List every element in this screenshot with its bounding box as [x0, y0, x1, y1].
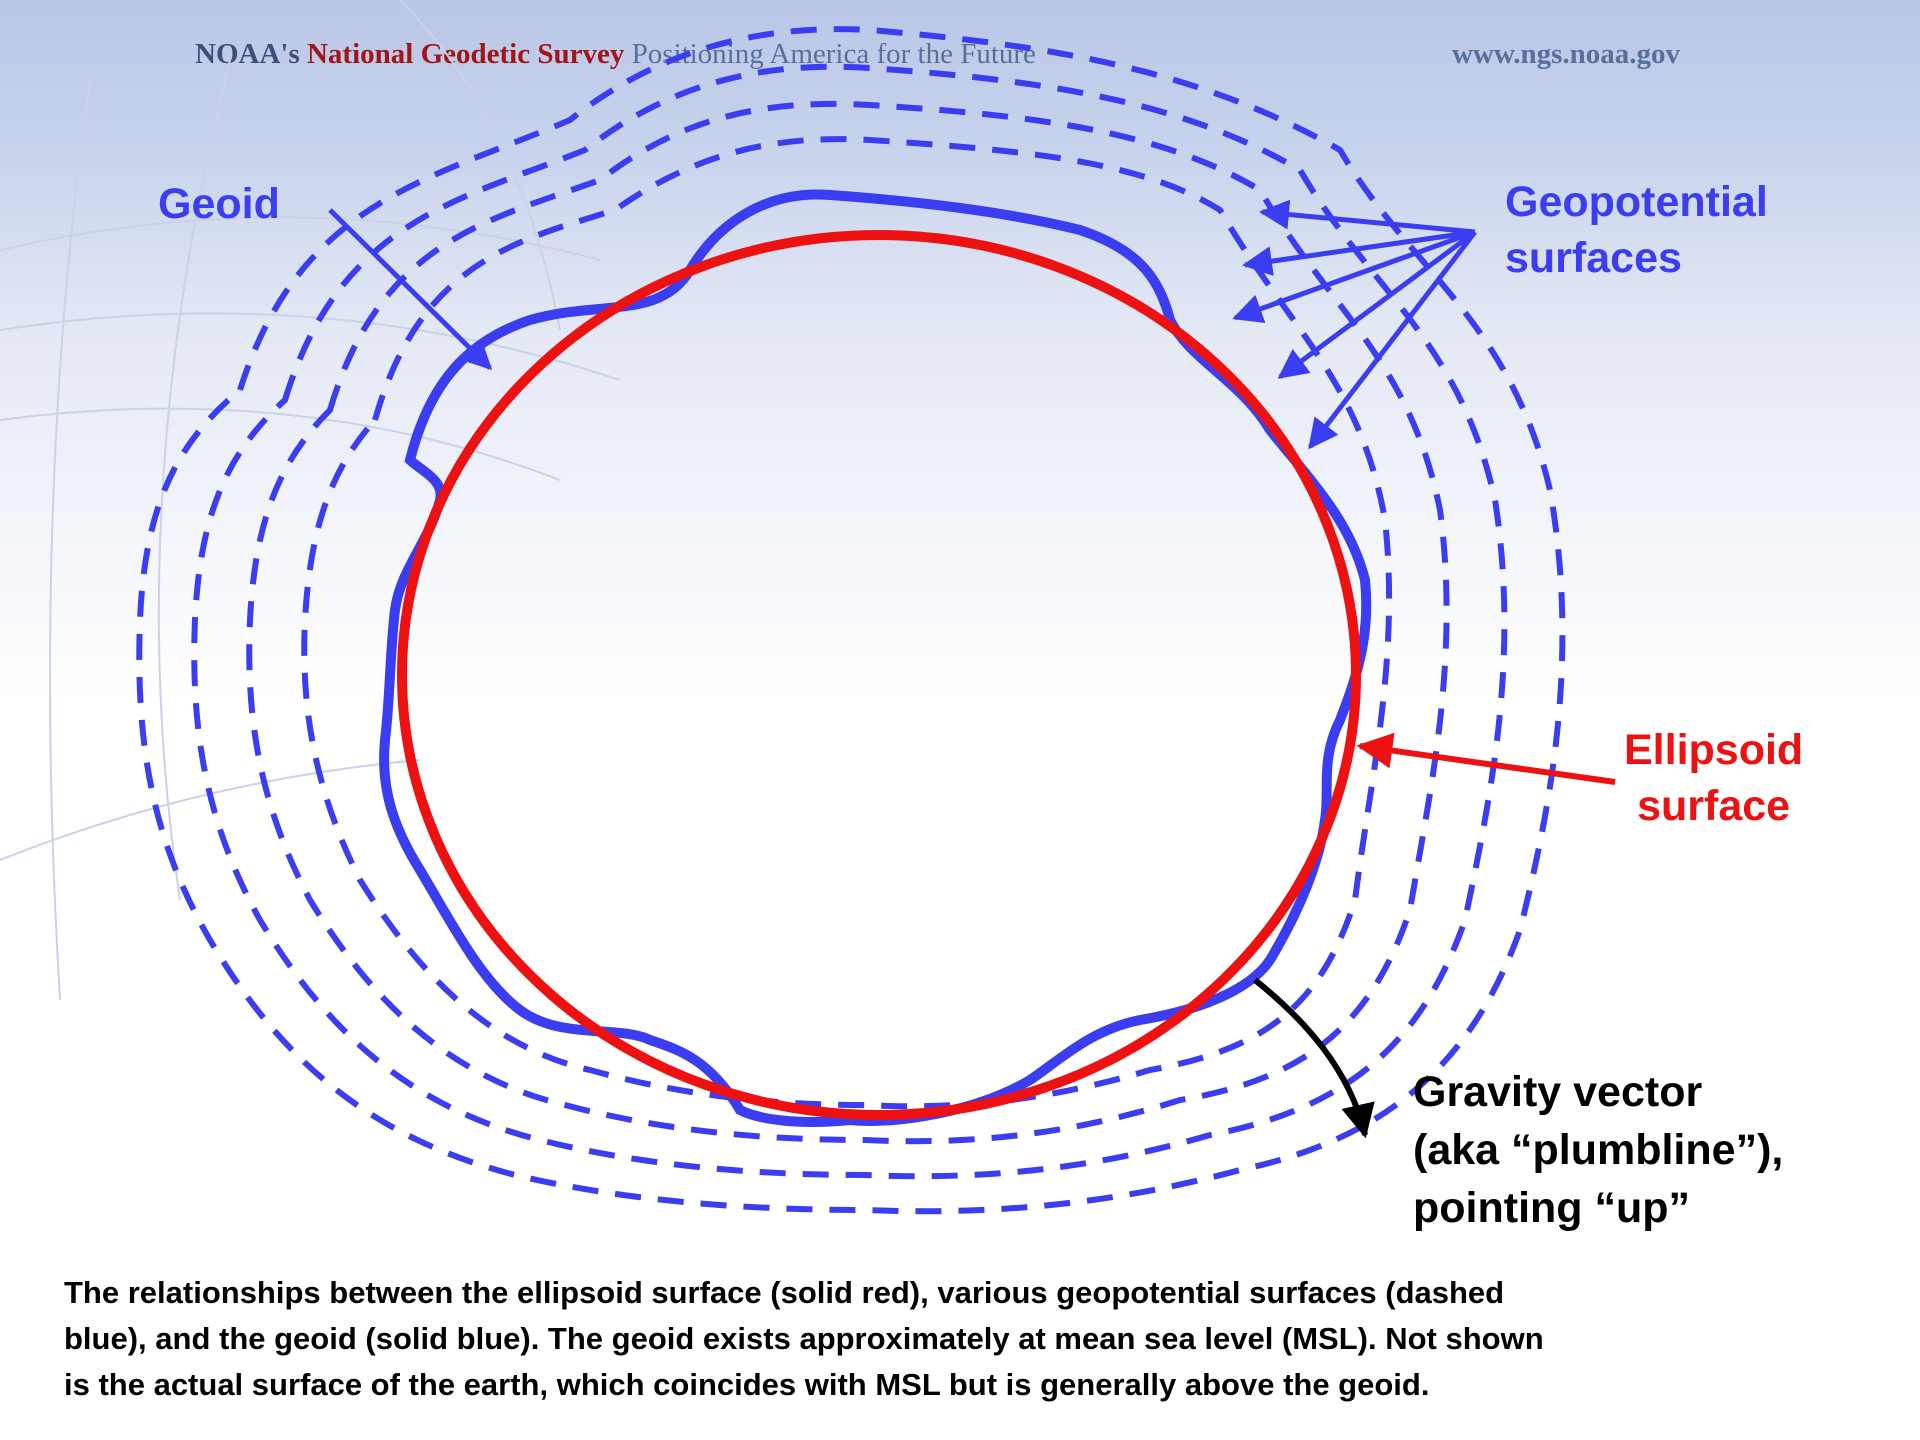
caption-line1: The relationships between the ellipsoid …	[64, 1275, 1505, 1310]
globe-line	[399, 0, 561, 331]
globe-line	[49, 79, 91, 1001]
geoid-surface	[379, 189, 1372, 1127]
figure-caption: The relationships between the ellipsoid …	[64, 1270, 1884, 1408]
ellipsoid-label-line2: surface	[1637, 782, 1791, 830]
gravity-vector-label: Gravity vector (aka “plumbline”), pointi…	[1413, 1063, 1783, 1237]
globe-line	[0, 312, 621, 381]
header-tagline: Positioning America for the Future	[631, 38, 1036, 70]
ellipsoid-label-line1: Ellipsoid	[1624, 726, 1804, 774]
gravity-label-line2: (aka “plumbline”),	[1413, 1126, 1784, 1174]
background-globe-lines	[0, 0, 621, 1001]
ellipsoid-arrow	[1356, 732, 1616, 785]
globe-line	[0, 759, 421, 861]
geopotential-surface-3	[191, 63, 1508, 1180]
geopotential-surfaces	[136, 26, 1566, 1215]
caption-line2: blue), and the geoid (solid blue). The g…	[64, 1321, 1544, 1356]
header-url: www.ngs.noaa.gov	[1451, 38, 1680, 70]
geopotential-arrow-1	[1259, 199, 1476, 235]
gravity-label-line3: pointing “up”	[1413, 1184, 1691, 1232]
ellipsoid-surface	[397, 230, 1361, 1120]
geoid-label: Geoid	[158, 180, 280, 228]
gravity-vector-arrow	[1253, 977, 1375, 1139]
globe-line	[0, 216, 601, 261]
geopotential-arrow-5	[1308, 230, 1477, 450]
header-background	[0, 0, 1920, 700]
gravity-label-line1: Gravity vector	[1413, 1068, 1703, 1116]
geopotential-arrow-4	[1277, 229, 1477, 380]
geopotential-surface-1	[301, 136, 1393, 1110]
ellipsoid-label: Ellipsoid surface	[1624, 722, 1803, 834]
geopotential-surface-4	[136, 26, 1566, 1215]
geopotential-label-line2: surfaces	[1505, 234, 1682, 282]
header-org: NOAA's	[195, 38, 300, 70]
geopotential-label: Geopotential surfaces	[1505, 174, 1768, 286]
slide-header: NOAA's National Geodetic Survey Position…	[195, 38, 1695, 78]
geopotential-arrow-2	[1242, 229, 1476, 277]
geoid-arrow	[328, 208, 493, 371]
header-branding: NOAA's National Geodetic Survey Position…	[195, 38, 1036, 71]
geopotential-surface-2	[246, 100, 1450, 1145]
globe-line	[157, 59, 231, 901]
globe-line	[0, 407, 561, 481]
geopotential-arrows	[1232, 199, 1477, 450]
geopotential-arrow-3	[1232, 229, 1476, 324]
geopotential-label-line1: Geopotential	[1505, 178, 1768, 226]
caption-line3: is the actual surface of the earth, whic…	[64, 1367, 1430, 1402]
header-agency-name: National Geodetic Survey	[306, 38, 625, 70]
